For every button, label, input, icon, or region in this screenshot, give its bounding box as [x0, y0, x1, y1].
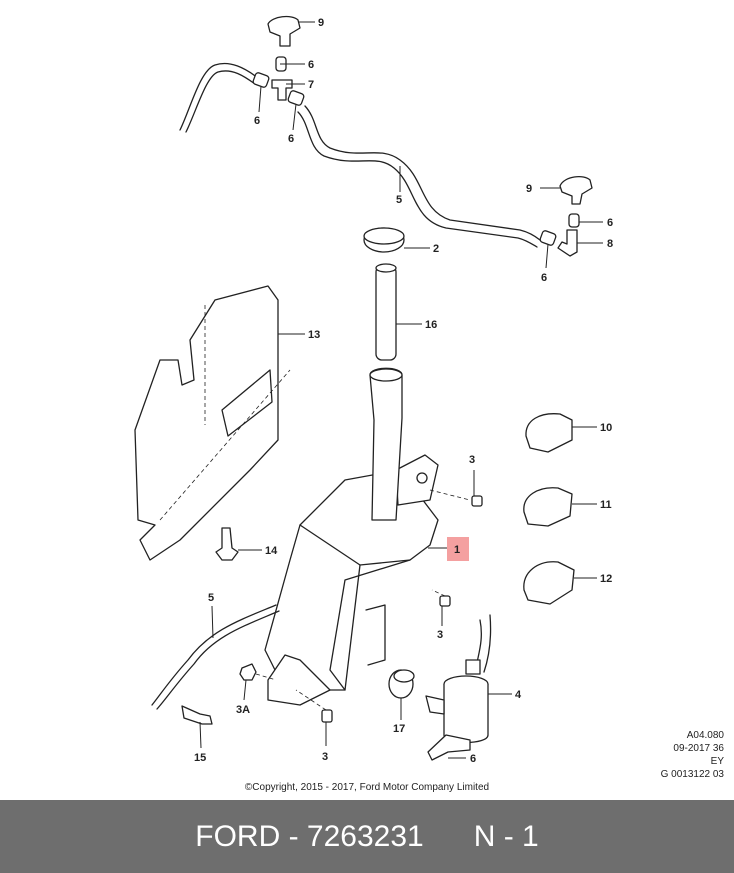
callout-11: 11	[600, 499, 612, 511]
footer-spacer	[424, 820, 474, 854]
callout-10: 10	[600, 422, 612, 434]
callout-3A: 3A	[236, 704, 250, 716]
hose-connectors	[252, 56, 580, 257]
callout-1: 1	[454, 544, 460, 556]
callout-9: 9	[318, 17, 324, 29]
callout-4: 4	[515, 689, 522, 701]
callout-15: 15	[194, 752, 206, 764]
callout-3: 3	[437, 629, 443, 641]
part-number-label: FORD - 7263231	[195, 819, 424, 853]
callout-3: 3	[322, 751, 328, 763]
callout-17: 17	[393, 723, 405, 735]
callout-6: 6	[308, 59, 314, 71]
callout-7: 7	[308, 79, 314, 91]
callout-16: 16	[425, 319, 437, 331]
washer-pump	[425, 614, 492, 761]
callout-14: 14	[265, 545, 278, 557]
hose-clips	[523, 413, 575, 605]
callout-6: 6	[288, 133, 294, 145]
parts-diagram: 9 6 7 6 6 5 2 16 13 9 6 8 6 10 11 12 3 1…	[134, 15, 613, 765]
callout-12: 12	[600, 573, 612, 585]
callout-6: 6	[254, 115, 260, 127]
washer-hose-top	[179, 62, 541, 248]
callout-6: 6	[541, 272, 547, 284]
callout-8: 8	[607, 238, 613, 250]
callout-labels: 9 6 7 6 6 5 2 16 13 9 6 8 6 10 11 12 3 1…	[194, 17, 613, 765]
copyright-notice: ©Copyright, 2015 - 2017, Ford Motor Comp…	[244, 782, 490, 793]
callout-9: 9	[526, 183, 532, 195]
callout-2: 2	[433, 243, 439, 255]
bolts	[181, 489, 483, 725]
filler-tube	[375, 263, 397, 361]
diagram-date: 09-2017 36	[673, 743, 724, 754]
washer-reservoir	[264, 367, 439, 706]
highlight-box	[447, 537, 469, 561]
callout-5: 5	[208, 592, 214, 604]
reservoir-cap	[363, 227, 405, 253]
diagram-metadata: A04.080 09-2017 36 EY G 0013122 03	[661, 729, 724, 781]
leader-lines	[199, 21, 603, 759]
diagram-series: EY	[710, 756, 724, 767]
callout-13: 13	[308, 329, 320, 341]
diagram-id: G 0013122 03	[660, 769, 724, 780]
washer-hose-lower	[151, 604, 280, 710]
quantity-label: N - 1	[473, 819, 539, 853]
callout-6: 6	[470, 753, 476, 765]
callout-3: 3	[469, 454, 475, 466]
callout-6: 6	[607, 217, 613, 229]
footer-bar: FORD - 7263231 N - 1	[0, 800, 734, 873]
splash-shield	[134, 285, 291, 561]
diagram-code: A04.080	[686, 730, 724, 741]
callout-5: 5	[396, 194, 402, 206]
grommet	[388, 669, 415, 699]
washer-jets	[267, 15, 593, 205]
